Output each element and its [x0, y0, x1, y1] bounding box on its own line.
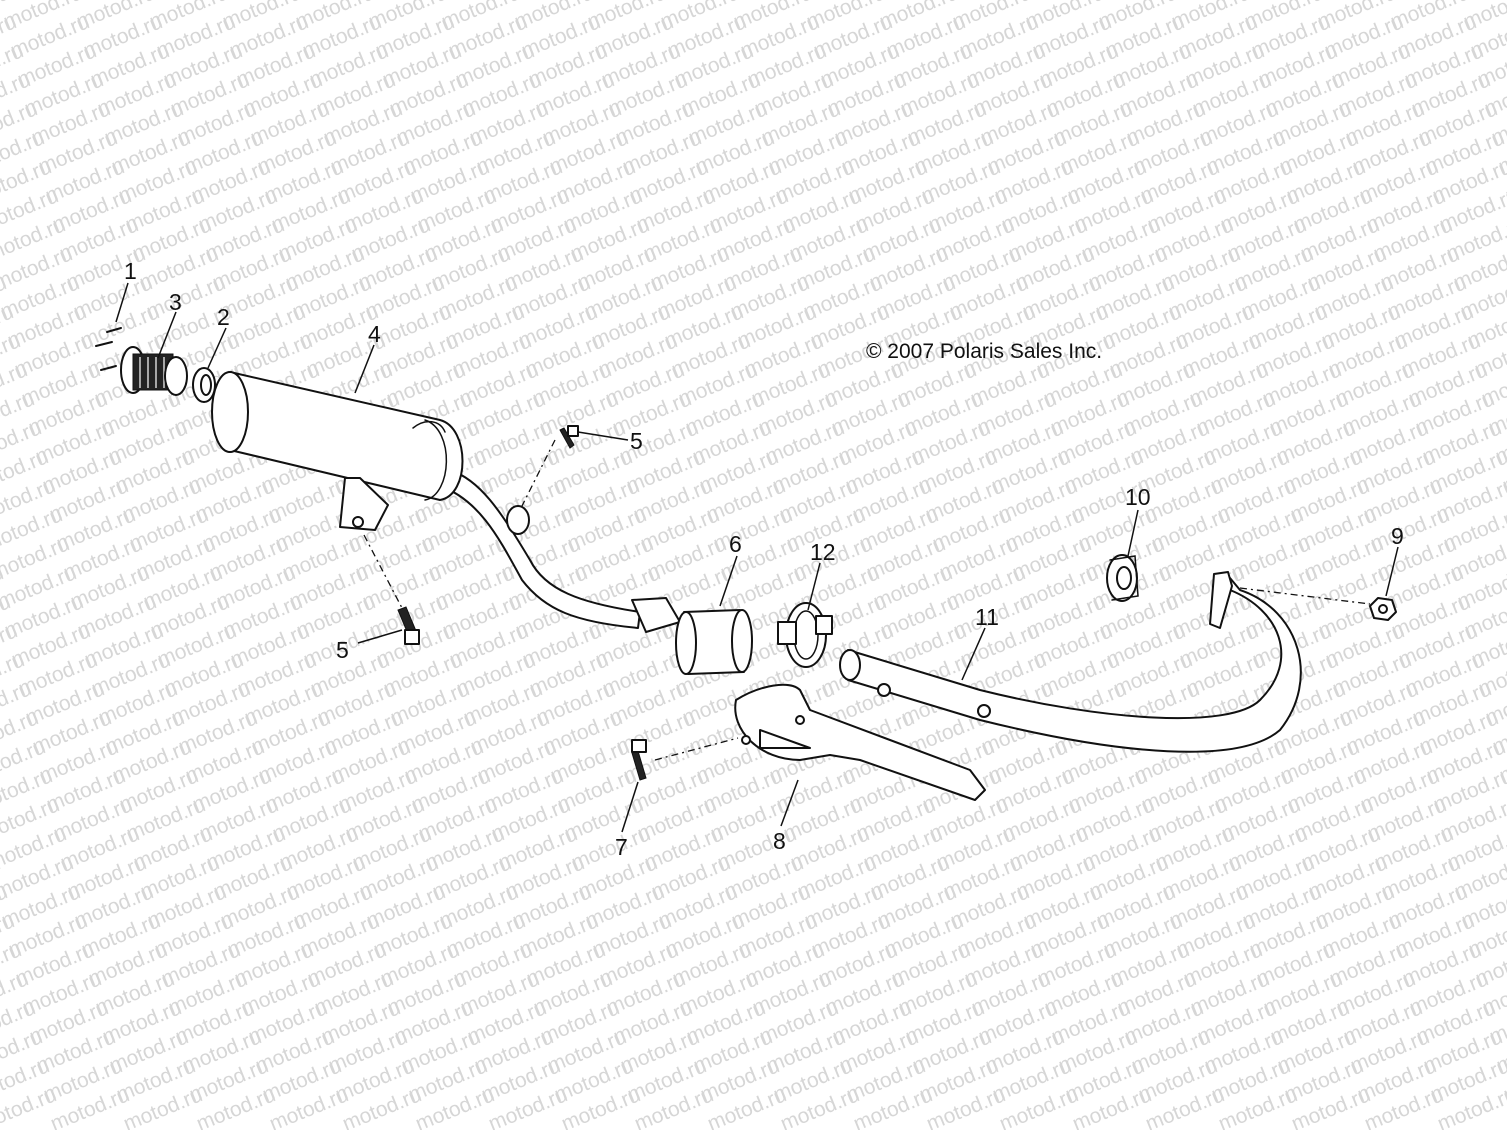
callout-9: 9: [1391, 523, 1404, 549]
callout-12: 12: [810, 539, 836, 565]
part-6-sleeve: [675, 609, 753, 675]
callout-2: 2: [217, 304, 230, 330]
callout-11: 11: [975, 604, 999, 630]
callout-1: 1: [124, 258, 137, 284]
callout-7: 7: [615, 834, 628, 860]
copyright-text: © 2007 Polaris Sales Inc.: [866, 340, 1102, 363]
part-10-washer: [1106, 554, 1139, 602]
callout-5-lower: 5: [336, 637, 349, 663]
part-2-gasket: [192, 367, 216, 403]
callout-3: 3: [169, 289, 182, 315]
callout-8: 8: [773, 828, 786, 854]
callout-6: 6: [729, 531, 742, 557]
callout-10: 10: [1125, 484, 1151, 510]
callout-5-upper: 5: [630, 428, 643, 454]
callout-4: 4: [368, 321, 381, 347]
part-9-nut: [1369, 597, 1397, 621]
